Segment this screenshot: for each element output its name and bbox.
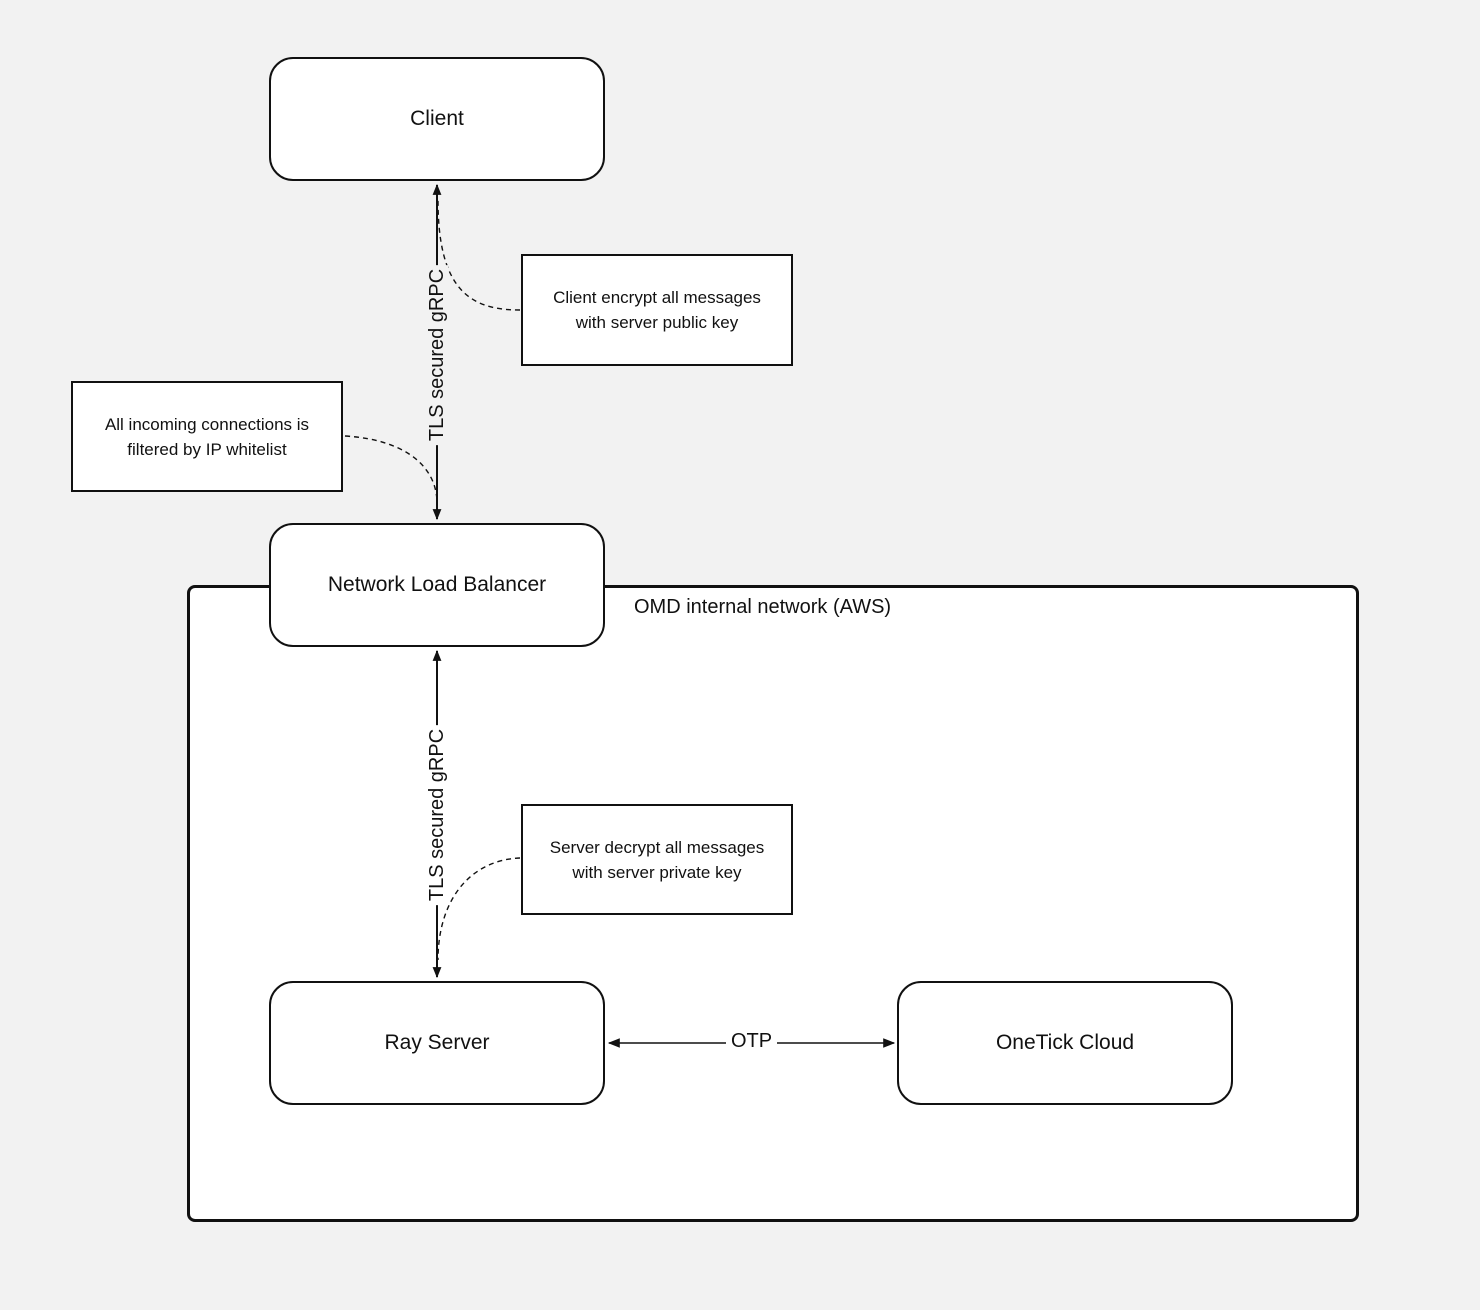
server-decrypt-note[interactable]: Server decrypt all messages with server … [521, 804, 793, 915]
client-encrypt-note[interactable]: Client encrypt all messages with server … [521, 254, 793, 366]
load-balancer-node-label: Network Load Balancer [327, 573, 547, 596]
ray-server-node[interactable]: Ray Server [269, 981, 605, 1105]
client-node-label: Client [410, 107, 464, 130]
aws-network-group-label: OMD internal network (AWS) [634, 596, 892, 618]
client-node[interactable]: Client [269, 57, 605, 181]
onetick-cloud-node-label: OneTick Cloud [995, 1031, 1135, 1054]
edge-label-ray-onetick: OTP [726, 1030, 778, 1053]
client-encrypt-note-line-1: Client encrypt all messages [553, 288, 761, 307]
note-link-ip-whitelist [344, 435, 438, 506]
onetick-cloud-node[interactable]: OneTick Cloud [897, 981, 1233, 1105]
server-decrypt-note-line-1: Server decrypt all messages [549, 837, 765, 857]
ip-whitelist-note-line-2: filtered by IP whitelist [127, 439, 287, 459]
server-decrypt-note-line-2: with server private key [572, 862, 742, 882]
ip-whitelist-note-line-1: All incoming connections is [104, 414, 310, 434]
edge-label-client-nlb: TLS secured gRPC [426, 264, 448, 446]
note-link-server-decrypt [437, 857, 521, 961]
ray-server-node-label: Ray Server [384, 1031, 490, 1054]
client-encrypt-note-line-2: with server public key [575, 313, 739, 332]
note-link-client-encrypt [437, 199, 521, 311]
ip-whitelist-note[interactable]: All incoming connections is filtered by … [71, 381, 343, 492]
load-balancer-node[interactable]: Network Load Balancer [269, 523, 605, 647]
edge-label-nlb-ray: TLS secured gRPC [426, 724, 448, 906]
